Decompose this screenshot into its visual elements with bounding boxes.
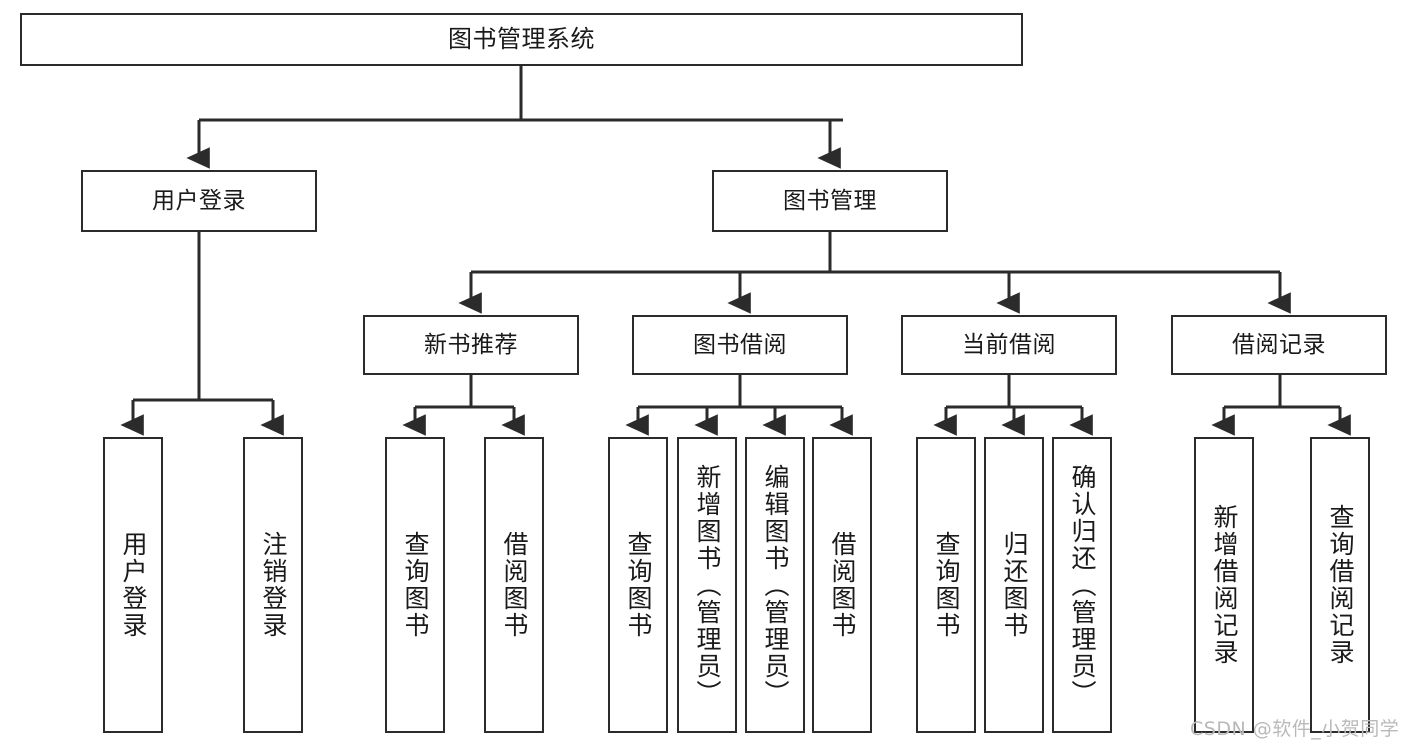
- node-borrow-record[interactable]: 借阅记录: [1171, 315, 1387, 375]
- leaf-user-login[interactable]: 用户登录: [103, 437, 163, 733]
- leaf-query-book-1[interactable]: 查询图书: [385, 437, 445, 733]
- leaf-label: 注销登录: [259, 531, 288, 639]
- node-label: 图书借阅: [693, 331, 787, 358]
- leaf-query-book-3[interactable]: 查询图书: [916, 437, 976, 733]
- leaf-label: 编辑图书（管理员）: [761, 463, 790, 707]
- node-new-book-recommend[interactable]: 新书推荐: [363, 315, 579, 375]
- node-label: 新书推荐: [424, 331, 518, 358]
- node-root-system[interactable]: 图书管理系统: [20, 13, 1023, 66]
- leaf-label: 查询图书: [932, 531, 961, 639]
- leaf-query-borrow-record[interactable]: 查询借阅记录: [1310, 437, 1370, 733]
- leaf-edit-book[interactable]: 编辑图书（管理员）: [745, 437, 805, 733]
- leaf-label: 查询借阅记录: [1326, 504, 1355, 666]
- csdn-watermark: CSDN @软件_小贺同学: [1190, 718, 1400, 740]
- leaf-user-logout[interactable]: 注销登录: [243, 437, 303, 733]
- leaf-borrow-book-1[interactable]: 借阅图书: [484, 437, 544, 733]
- leaf-confirm-return[interactable]: 确认归还（管理员）: [1052, 437, 1112, 733]
- leaf-label: 新增借阅记录: [1210, 504, 1239, 666]
- node-current-borrow[interactable]: 当前借阅: [901, 315, 1117, 375]
- node-label: 图书管理系统: [448, 24, 595, 53]
- leaf-add-book[interactable]: 新增图书（管理员）: [677, 437, 737, 733]
- leaf-label: 新增图书（管理员）: [693, 463, 722, 707]
- leaf-query-book-2[interactable]: 查询图书: [608, 437, 668, 733]
- node-label: 图书管理: [783, 187, 877, 214]
- leaf-label: 确认归还（管理员）: [1068, 463, 1097, 707]
- leaf-borrow-book-2[interactable]: 借阅图书: [812, 437, 872, 733]
- node-book-management[interactable]: 图书管理: [712, 170, 948, 232]
- leaf-add-borrow-record[interactable]: 新增借阅记录: [1194, 437, 1254, 733]
- leaf-label: 用户登录: [119, 531, 148, 639]
- leaf-label: 查询图书: [401, 531, 430, 639]
- leaf-return-book[interactable]: 归还图书: [984, 437, 1044, 733]
- leaf-label: 借阅图书: [828, 531, 857, 639]
- node-label: 当前借阅: [962, 331, 1056, 358]
- node-user-login[interactable]: 用户登录: [81, 170, 317, 232]
- leaf-label: 查询图书: [624, 531, 653, 639]
- node-book-borrow[interactable]: 图书借阅: [632, 315, 848, 375]
- leaf-label: 归还图书: [1000, 531, 1029, 639]
- node-label: 借阅记录: [1232, 331, 1326, 358]
- leaf-label: 借阅图书: [500, 531, 529, 639]
- node-label: 用户登录: [152, 187, 246, 214]
